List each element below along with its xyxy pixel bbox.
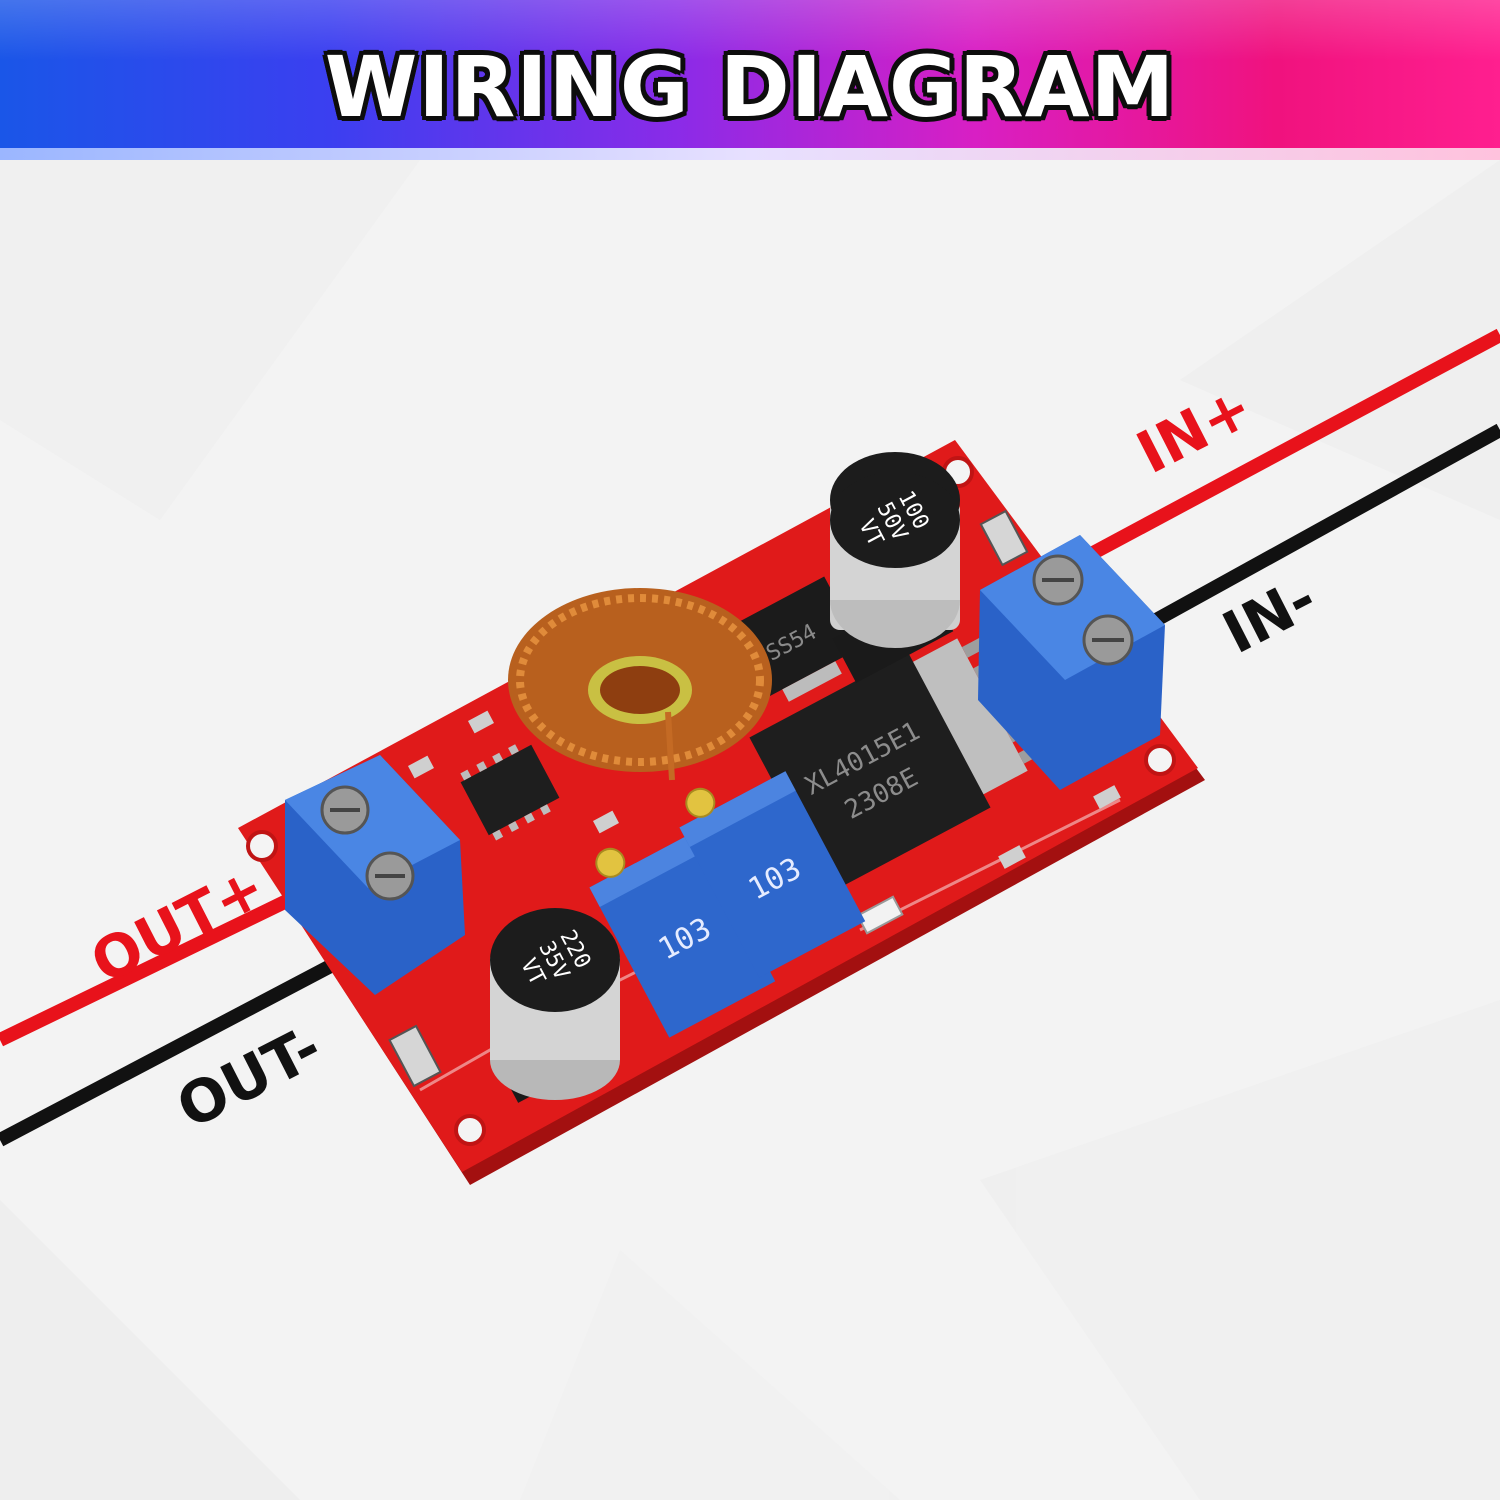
- title-banner: WIRING DIAGRAM: [0, 0, 1500, 160]
- page-title: WIRING DIAGRAM: [324, 38, 1176, 136]
- potentiometer-right: 103: [679, 771, 866, 978]
- output-capacitor: 220 35V VT: [490, 908, 620, 1103]
- potentiometer-left: 103: [589, 831, 776, 1038]
- wire-out-positive: [0, 873, 334, 1047]
- control-chip: [460, 744, 560, 841]
- output-terminal-block[interactable]: [285, 755, 465, 995]
- input-capacitor: 100 50V VT: [830, 452, 960, 683]
- smd-components: [388, 509, 1121, 1088]
- wire-in-negative: [1116, 423, 1500, 647]
- wire-out-negative: [0, 933, 384, 1147]
- banner-edge: [0, 148, 1500, 160]
- inductor-coil: [508, 588, 772, 781]
- input-terminal-block[interactable]: [978, 535, 1165, 790]
- wires: [0, 328, 1500, 1147]
- background-pattern: [0, 160, 1500, 1500]
- banner-shine: [0, 0, 1500, 60]
- wire-in-positive: [1076, 328, 1500, 567]
